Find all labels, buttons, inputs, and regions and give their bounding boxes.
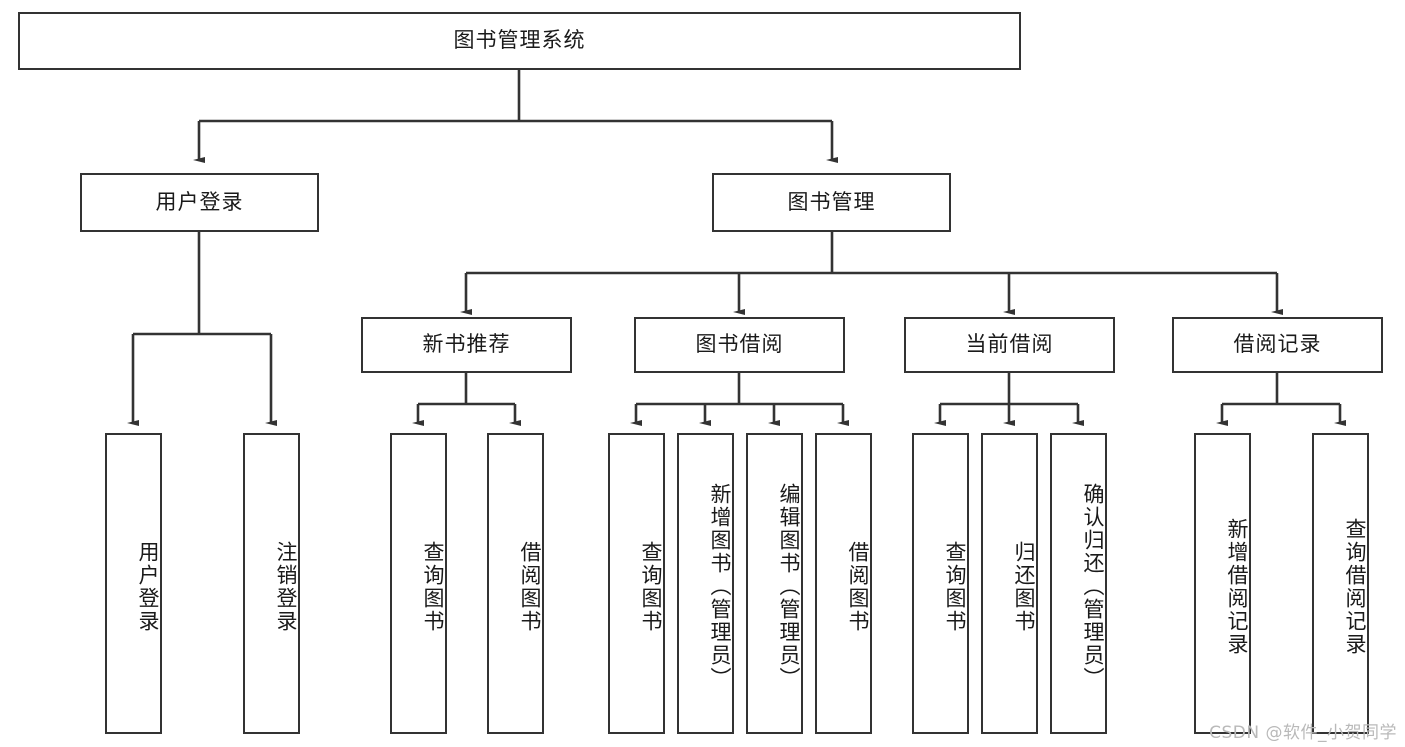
leaf-borrow-add-book-admin[interactable]: 新增图书（管理员）: [677, 433, 734, 734]
node-label: 新增借阅记录: [1225, 517, 1249, 656]
node-label: 当前借阅: [965, 332, 1054, 357]
watermark-credit: CSDN @软件_小贺同学: [1209, 723, 1397, 743]
node-label: 借阅记录: [1233, 332, 1322, 357]
node-label: 借阅图书: [518, 540, 542, 633]
leaf-new-books-borrow-book[interactable]: 借阅图书: [487, 433, 544, 734]
node-book-management[interactable]: 图书管理: [712, 173, 951, 232]
node-label: 借阅图书: [846, 540, 870, 633]
leaf-new-books-query-book[interactable]: 查询图书: [390, 433, 447, 734]
leaf-borrow-query-book[interactable]: 查询图书: [608, 433, 665, 734]
node-user-login[interactable]: 用户登录: [80, 173, 319, 232]
node-label: 查询图书: [943, 540, 967, 633]
leaf-records-add-record[interactable]: 新增借阅记录: [1194, 433, 1251, 734]
node-label: 图书管理: [787, 189, 876, 214]
leaf-current-query-book[interactable]: 查询图书: [912, 433, 969, 734]
leaf-records-query-record[interactable]: 查询借阅记录: [1312, 433, 1369, 734]
node-label: 确认归还（管理员）: [1081, 483, 1105, 690]
node-label: 新书推荐: [422, 332, 511, 357]
leaf-borrow-borrow-book[interactable]: 借阅图书: [815, 433, 872, 734]
node-label: 用户登录: [155, 189, 244, 214]
leaf-current-confirm-return-admin[interactable]: 确认归还（管理员）: [1050, 433, 1107, 734]
node-label: 注销登录: [274, 540, 298, 633]
node-label: 新增图书（管理员）: [708, 483, 732, 690]
node-label: 查询图书: [639, 540, 663, 633]
node-label: 图书管理系统: [453, 28, 586, 53]
leaf-borrow-edit-book-admin[interactable]: 编辑图书（管理员）: [746, 433, 803, 734]
node-label: 用户登录: [136, 540, 160, 633]
node-label: 查询图书: [421, 540, 445, 633]
node-book-borrow[interactable]: 图书借阅: [634, 317, 845, 373]
node-label: 编辑图书（管理员）: [777, 483, 801, 690]
node-new-book-recommend[interactable]: 新书推荐: [361, 317, 572, 373]
node-borrow-records[interactable]: 借阅记录: [1172, 317, 1383, 373]
leaf-current-return-book[interactable]: 归还图书: [981, 433, 1038, 734]
leaf-user-login-logout[interactable]: 注销登录: [243, 433, 300, 734]
node-label: 图书借阅: [695, 332, 784, 357]
node-label: 归还图书: [1012, 540, 1036, 633]
node-root-system[interactable]: 图书管理系统: [18, 12, 1021, 70]
node-label: 查询借阅记录: [1343, 517, 1367, 656]
node-current-borrow[interactable]: 当前借阅: [904, 317, 1115, 373]
leaf-user-login-login[interactable]: 用户登录: [105, 433, 162, 734]
